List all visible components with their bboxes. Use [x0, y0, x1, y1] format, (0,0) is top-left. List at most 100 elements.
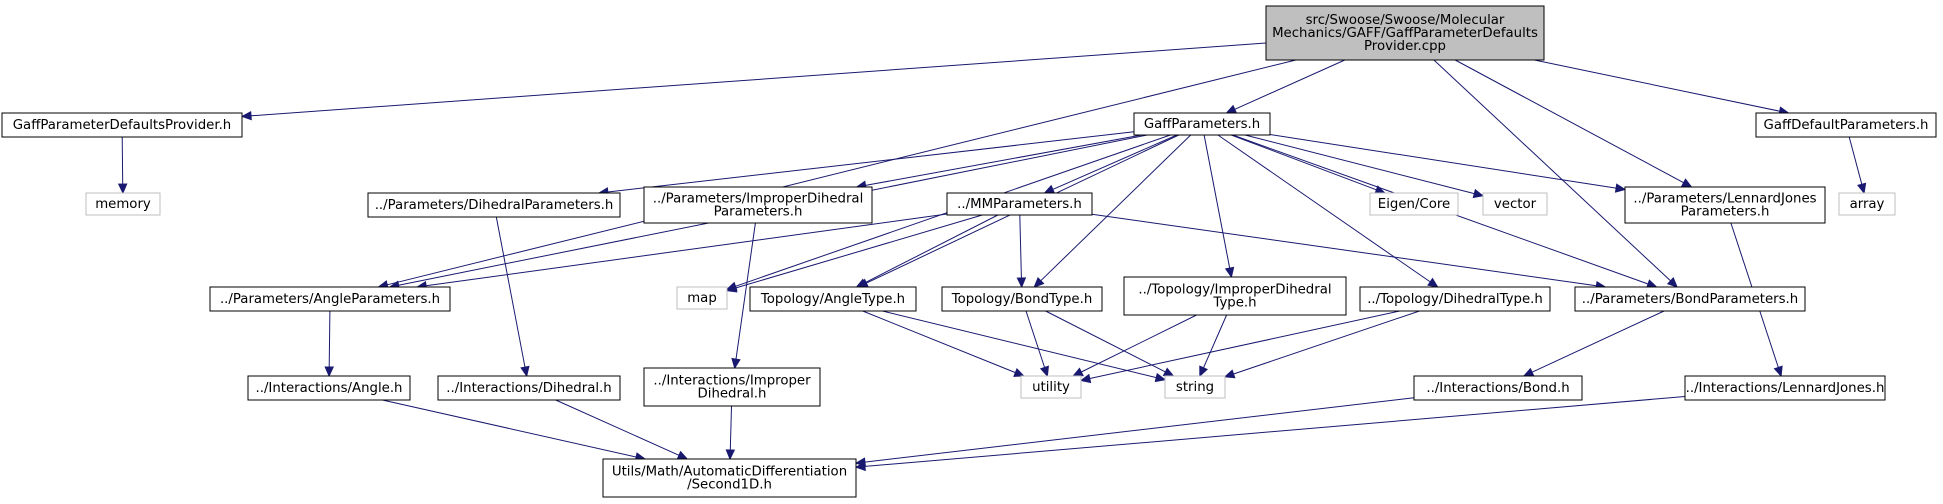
- edge-angletype-to-string: [882, 310, 1167, 383]
- edge-gparams-to-impdihparams: [855, 134, 1142, 190]
- node-label: utility: [1032, 380, 1070, 395]
- node-label: Parameters.h: [1681, 205, 1770, 220]
- node-label: ../Parameters/ImproperDihedral: [653, 192, 864, 207]
- edges-layer: [117, 42, 1867, 472]
- node-array: array: [1838, 192, 1896, 216]
- node-label: map: [687, 291, 717, 306]
- edge-bondtype-to-utility: [1025, 310, 1049, 378]
- edge-gparams-to-eigen: [1231, 134, 1386, 195]
- edge-dihtype-to-string: [1223, 310, 1420, 379]
- node-bondparams[interactable]: ../Parameters/BondParameters.h: [1574, 286, 1806, 312]
- node-impdih[interactable]: ../Interactions/ImproperDihedral.h: [643, 367, 821, 407]
- edge-dihedral-to-second1d: [555, 399, 689, 460]
- edge-gparams-to-impdihtype: [1203, 134, 1235, 279]
- node-angletype[interactable]: Topology/AngleType.h: [749, 286, 917, 312]
- node-label: Eigen/Core: [1378, 197, 1450, 212]
- node-label: ../Parameters/LennardJones: [1633, 192, 1816, 207]
- node-label: GaffParameters.h: [1144, 117, 1260, 132]
- node-bondtype[interactable]: Topology/BondType.h: [941, 286, 1103, 312]
- node-label: src/Swoose/Swoose/Molecular: [1306, 13, 1505, 28]
- node-label: ../Interactions/Bond.h: [1426, 381, 1569, 396]
- node-gdefparams[interactable]: GaffDefaultParameters.h: [1755, 112, 1937, 138]
- edge-root-to-angleparams: [377, 59, 1297, 290]
- node-label: Utils/Math/AutomaticDifferentiation: [612, 465, 847, 480]
- node-dihedral[interactable]: ../Interactions/Dihedral.h: [437, 375, 621, 401]
- edge-impdihtype-to-utility: [1072, 314, 1197, 377]
- node-string: string: [1164, 375, 1226, 399]
- node-dihedralparams[interactable]: ../Parameters/DihedralParameters.h: [367, 192, 621, 218]
- edge-gparams-to-vector: [1244, 134, 1485, 199]
- edge-bondparams-to-bond: [1522, 310, 1665, 377]
- node-label: memory: [95, 197, 151, 212]
- edge-mmparams-to-angletype: [855, 214, 999, 288]
- node-label: Topology/BondType.h: [951, 292, 1093, 307]
- nodes-layer: src/Swoose/Swoose/MolecularMechanics/GAF…: [1, 5, 1937, 498]
- node-label: ../Topology/DihedralType.h: [1367, 292, 1543, 307]
- node-label: ../MMParameters.h: [957, 197, 1082, 212]
- node-gparams[interactable]: GaffParameters.h: [1133, 112, 1271, 136]
- edge-angletype-to-utility: [862, 310, 1025, 377]
- node-label: ../Topology/ImproperDihedral: [1138, 283, 1331, 298]
- node-label: ../Interactions/Angle.h: [256, 381, 403, 396]
- edge-root-to-gparams: [1225, 59, 1346, 114]
- node-root: src/Swoose/Swoose/MolecularMechanics/GAF…: [1265, 5, 1545, 61]
- node-angle[interactable]: ../Interactions/Angle.h: [247, 375, 411, 401]
- node-lj[interactable]: ../Interactions/LennardJones.h: [1684, 375, 1886, 401]
- node-label: Parameters.h: [714, 205, 803, 220]
- node-label: array: [1850, 197, 1885, 212]
- edge-angleparams-to-angle: [324, 310, 334, 378]
- edge-root-to-bondparams: [1433, 59, 1678, 288]
- node-label: ../Interactions/Improper: [653, 374, 811, 389]
- node-label: Type.h: [1212, 296, 1256, 311]
- edge-mmparams-to-angleparams: [415, 213, 948, 291]
- edge-gdefparams-to-array: [1848, 136, 1867, 195]
- node-impdihparams[interactable]: ../Parameters/ImproperDihedralParameters…: [643, 186, 873, 224]
- edge-impdihparams-to-impdih: [731, 222, 756, 370]
- node-vector: vector: [1482, 192, 1548, 216]
- node-second1d[interactable]: Utils/Math/AutomaticDifferentiation/Seco…: [602, 458, 857, 498]
- edge-root-to-gpdp: [240, 42, 1267, 121]
- edge-lj-to-second1d: [854, 396, 1686, 472]
- edge-mmparams-to-map: [725, 214, 983, 293]
- node-label: Mechanics/GAFF/GaffParameterDefaults: [1272, 26, 1538, 41]
- edge-angle-to-second1d: [382, 399, 647, 462]
- node-gpdp[interactable]: GaffParameterDefaultsProvider.h: [1, 112, 243, 138]
- edge-gparams-to-mmparams: [1043, 134, 1178, 194]
- node-label: GaffDefaultParameters.h: [1764, 118, 1929, 133]
- edge-gparams-to-dihedralparams: [597, 131, 1135, 197]
- node-label: string: [1176, 380, 1214, 395]
- node-label: Dihedral.h: [698, 387, 767, 402]
- node-bond[interactable]: ../Interactions/Bond.h: [1413, 375, 1583, 401]
- edge-gparams-to-ljparams: [1269, 134, 1627, 193]
- edge-impdih-to-second1d: [725, 405, 736, 461]
- edge-root-to-gdefparams: [1534, 59, 1790, 116]
- edge-dihedralparams-to-dihedral: [495, 216, 530, 378]
- node-label: ../Parameters/DihedralParameters.h: [375, 198, 614, 213]
- edge-impdihtype-to-string: [1199, 314, 1228, 378]
- node-label: ../Interactions/Dihedral.h: [446, 381, 611, 396]
- edge-gpdp-to-memory: [117, 136, 128, 195]
- node-label: /Second1D.h: [687, 478, 772, 493]
- node-label: Provider.cpp: [1364, 39, 1446, 54]
- node-label: ../Parameters/AngleParameters.h: [220, 292, 440, 307]
- edge-gparams-to-bondtype: [1033, 134, 1192, 288]
- node-label: ../Interactions/LennardJones.h: [1686, 381, 1885, 396]
- node-mmparams[interactable]: ../MMParameters.h: [946, 192, 1093, 216]
- node-label: ../Parameters/BondParameters.h: [1582, 292, 1798, 307]
- edge-mmparams-to-bondtype: [1016, 214, 1027, 289]
- node-memory: memory: [85, 192, 161, 216]
- node-map: map: [676, 286, 728, 310]
- node-dihtype[interactable]: ../Topology/DihedralType.h: [1359, 286, 1551, 312]
- node-utility: utility: [1020, 375, 1082, 399]
- edge-root-to-ljparams: [1454, 59, 1693, 188]
- edge-bond-to-second1d: [854, 397, 1415, 467]
- edge-dihtype-to-utility: [1079, 310, 1401, 384]
- node-label: Topology/AngleType.h: [760, 292, 905, 307]
- node-eigen: Eigen/Core: [1369, 192, 1459, 216]
- node-angleparams[interactable]: ../Parameters/AngleParameters.h: [209, 286, 451, 312]
- node-label: vector: [1494, 197, 1537, 212]
- node-label: GaffParameterDefaultsProvider.h: [13, 118, 231, 133]
